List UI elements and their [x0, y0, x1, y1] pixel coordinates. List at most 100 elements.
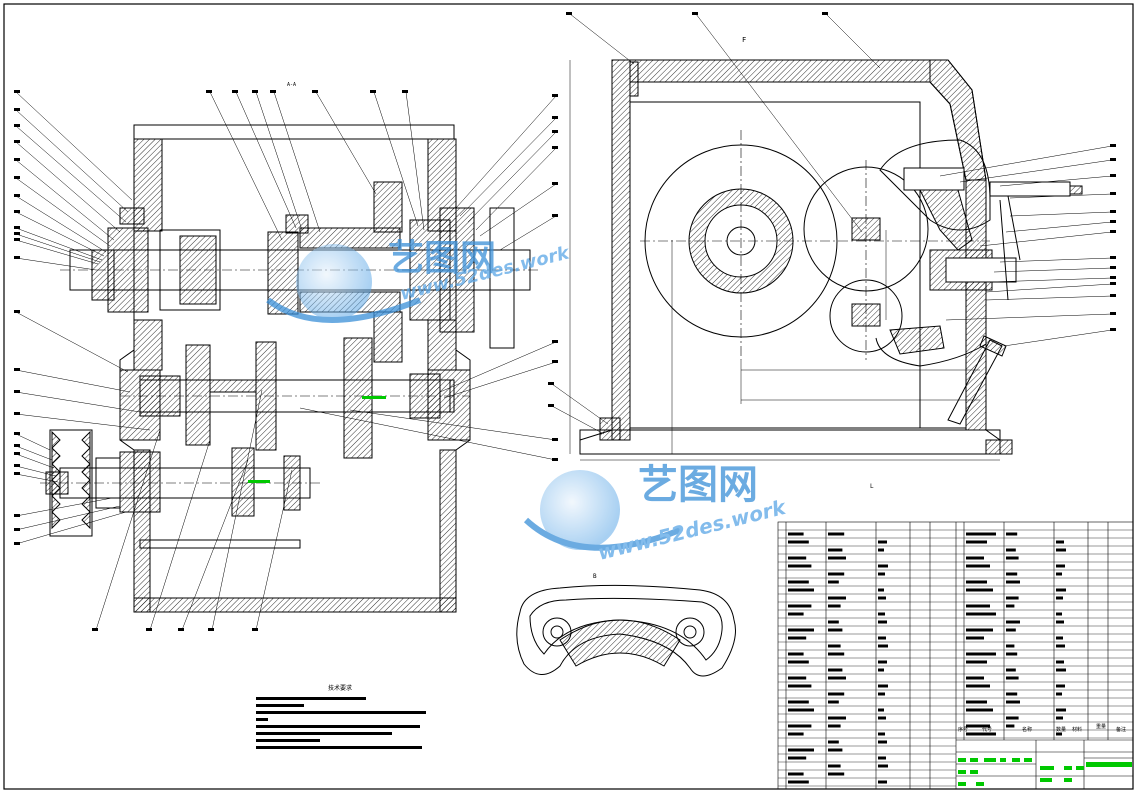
parts-cell-text-block: [788, 708, 814, 712]
parts-cell-text-block: [878, 716, 886, 720]
parts-cell-text-block: [828, 700, 839, 704]
parts-cell-text-block: [878, 708, 884, 712]
parts-cell-text-block: [966, 700, 987, 704]
parts-cell-text-block: [966, 556, 984, 560]
title-block-green: [958, 758, 1132, 786]
parts-cell-text-block: [788, 628, 814, 632]
parts-cell-text-block: [788, 780, 809, 784]
parts-cell-text-block: [828, 628, 843, 632]
parts-cell-text-block: [1056, 572, 1062, 576]
watermark-cn-text: 艺图网: [638, 462, 758, 508]
parts-cell-text-block: [878, 684, 888, 688]
parts-cell-text-block: [788, 772, 804, 776]
parts-cell-text-block: [878, 644, 888, 648]
left-leader-lines: [15, 91, 557, 631]
parts-cell-text-block: [1056, 644, 1065, 648]
parts-cell-text-block: [878, 612, 885, 616]
parts-cell-text-block: [1056, 564, 1065, 568]
parts-cell-text-block: [1006, 724, 1015, 728]
parts-list: [777, 521, 1134, 790]
parts-cell-text-block: [966, 708, 993, 712]
parts-cell-text-block: [1056, 588, 1066, 592]
parts-cell-text-block: [878, 596, 886, 600]
section-label: A-A: [287, 82, 296, 88]
parts-cell-text-block: [1056, 612, 1062, 616]
header-col-weight: 重量: [1096, 723, 1106, 730]
parts-cell-text-block: [878, 756, 886, 760]
parts-cell-text-block: [828, 596, 846, 600]
parts-cell-text-block: [828, 644, 841, 648]
watermark-globe-icon: [296, 244, 372, 320]
parts-cell-text-block: [788, 748, 814, 752]
parts-cell-text-block: [1006, 676, 1019, 680]
parts-cell-text-block: [828, 532, 845, 536]
parts-list-fills: [788, 532, 1066, 784]
parts-cell-text-block: [1006, 644, 1015, 648]
parts-cell-text-block: [828, 692, 845, 696]
parts-cell-text-block: [878, 588, 884, 592]
header-col-note: 备注: [1116, 726, 1126, 733]
parts-cell-text-block: [1006, 620, 1020, 624]
parts-cell-text-block: [828, 716, 846, 720]
parts-cell-text-block: [828, 676, 846, 680]
parts-cell-text-block: [1006, 700, 1020, 704]
parts-cell-text-block: [788, 660, 809, 664]
parts-cell-text-block: [1056, 540, 1064, 544]
detail-label: B: [593, 573, 597, 580]
parts-cell-text-block: [788, 652, 804, 656]
parts-cell-text-block: [966, 732, 996, 736]
title-block-header: 序号 代号 名称 数量 材料 重量 备注: [958, 723, 1126, 733]
parts-cell-text-block: [966, 604, 990, 608]
parts-cell-text-block: [828, 548, 843, 552]
parts-cell-text-block: [828, 748, 843, 752]
header-col-code: 代号: [982, 726, 992, 733]
parts-cell-text-block: [966, 564, 990, 568]
parts-cell-text-block: [1056, 596, 1063, 600]
parts-cell-text-block: [788, 700, 809, 704]
parts-cell-text-block: [788, 580, 809, 584]
parts-cell-text-block: [1006, 604, 1015, 608]
parts-cell-text-block: [878, 540, 887, 544]
header-col-no: 序号: [958, 726, 968, 733]
parts-cell-text-block: [966, 588, 993, 592]
parts-cell-text-block: [1006, 580, 1020, 584]
parts-cell-text-block: [788, 636, 807, 640]
parts-cell-text-block: [878, 572, 885, 576]
right-balloon-marks: [548, 12, 1116, 407]
parts-cell-text-block: [788, 564, 812, 568]
parts-cell-text-block: [966, 612, 996, 616]
parts-cell-text-block: [966, 580, 987, 584]
parts-cell-text-block: [788, 732, 804, 736]
tech-req-lines: [256, 697, 426, 749]
watermark-logo-1: 艺图网 www.52des.work: [266, 238, 572, 323]
green-marks: [248, 396, 386, 483]
parts-cell-text-block: [828, 620, 839, 624]
parts-cell-text-block: [828, 740, 839, 744]
parts-cell-text-block: [878, 764, 888, 768]
watermark-cn-text: 艺图网: [388, 238, 496, 279]
tech-req-title: 技术要求: [328, 684, 352, 692]
parts-cell-text-block: [788, 540, 809, 544]
parts-cell-text-block: [878, 548, 884, 552]
header-col-qty: 数量: [1056, 726, 1066, 733]
parts-cell-text-block: [1006, 532, 1018, 536]
parts-cell-text-block: [1006, 692, 1018, 696]
detail-view-b: [516, 584, 736, 677]
parts-cell-text-block: [788, 532, 804, 536]
parts-cell-text-block: [788, 676, 807, 680]
parts-cell-text-block: [878, 620, 887, 624]
right-leader-lines: [551, 13, 1113, 435]
parts-cell-text-block: [828, 652, 845, 656]
parts-cell-text-block: [1006, 716, 1019, 720]
parts-cell-text-block: [828, 572, 845, 576]
view-label-f: F: [742, 36, 746, 44]
parts-cell-text-block: [1056, 548, 1066, 552]
left-balloon-marks: [14, 90, 558, 631]
header-col-name: 名称: [1022, 726, 1032, 733]
parts-cell-text-block: [966, 540, 987, 544]
parts-cell-text-block: [878, 692, 885, 696]
parts-cell-text-block: [828, 772, 845, 776]
left-section-view: [40, 124, 540, 613]
parts-cell-text-block: [878, 740, 887, 744]
parts-cell-text-block: [1056, 716, 1063, 720]
